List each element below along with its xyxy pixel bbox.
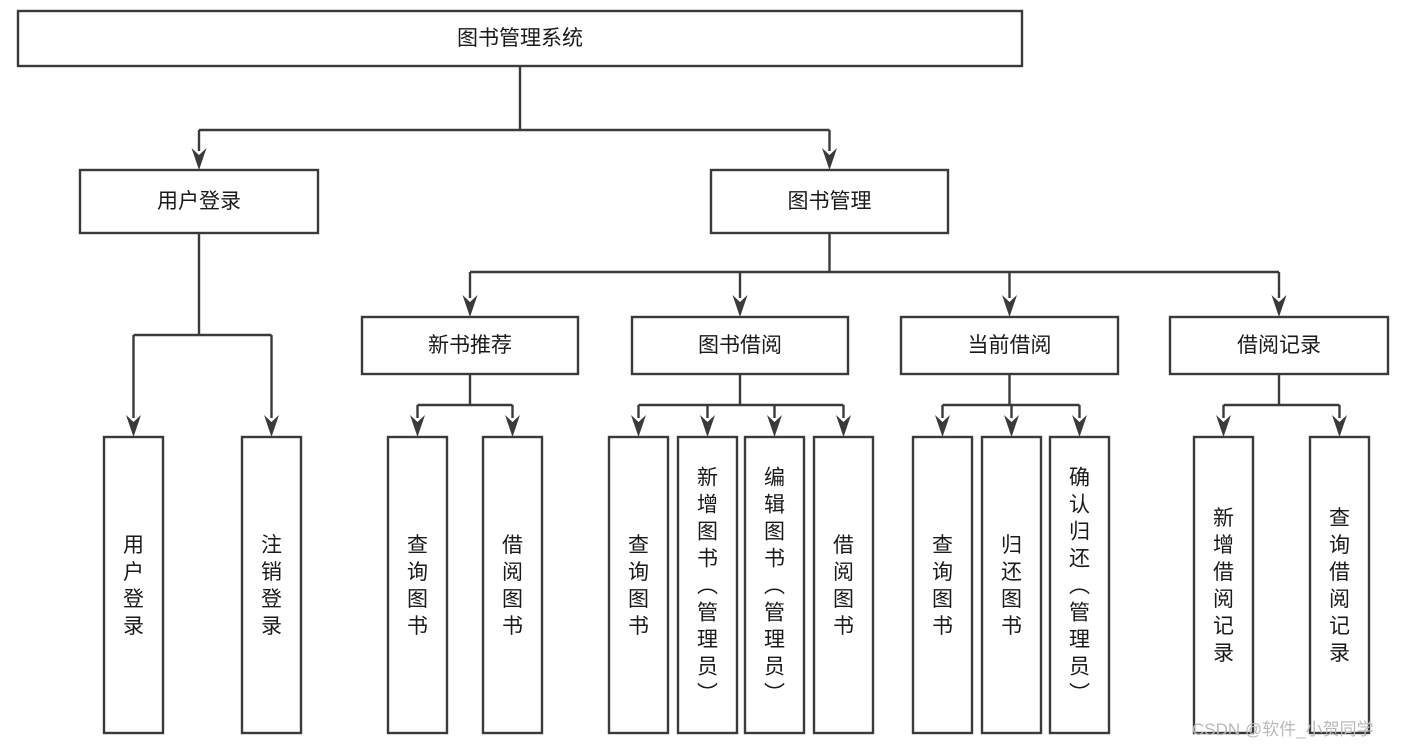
connector-group-login bbox=[126, 233, 279, 437]
node-leaf2[interactable]: 注销登录 bbox=[240, 435, 303, 735]
connector-group-bookmgmt bbox=[462, 233, 1287, 317]
node-label-leaf5: 查询图书 bbox=[628, 534, 649, 638]
node-box-leaf8[interactable] bbox=[812, 435, 875, 735]
node-box-leaf2[interactable] bbox=[240, 435, 303, 735]
node-box-current[interactable] bbox=[899, 315, 1120, 376]
node-label-leaf9: 查询图书 bbox=[932, 534, 953, 638]
node-layer: 图书管理系统用户登录图书管理新书推荐图书借阅当前借阅借阅记录用户登录注销登录查询… bbox=[16, 9, 1390, 735]
node-leaf12[interactable]: 新增借阅记录 bbox=[1192, 435, 1255, 735]
node-leaf10[interactable]: 归还图书 bbox=[980, 435, 1043, 735]
node-label-borrow: 图书借阅 bbox=[698, 334, 782, 357]
node-newbook[interactable]: 新书推荐 bbox=[360, 315, 580, 376]
node-box-root[interactable] bbox=[16, 9, 1024, 68]
node-leaf13[interactable]: 查询借阅记录 bbox=[1308, 435, 1371, 735]
node-label-leaf7: 编辑图书︵管理员︶ bbox=[764, 467, 785, 706]
node-label-leaf1: 用户登录 bbox=[123, 534, 144, 638]
node-box-leaf10[interactable] bbox=[980, 435, 1043, 735]
node-label-leaf13: 查询借阅记录 bbox=[1329, 507, 1350, 665]
node-label-newbook: 新书推荐 bbox=[428, 334, 512, 357]
node-leaf5[interactable]: 查询图书 bbox=[607, 435, 670, 735]
node-label-leaf3: 查询图书 bbox=[407, 534, 428, 638]
node-box-bookmgmt[interactable] bbox=[709, 168, 950, 235]
node-box-leaf7[interactable] bbox=[743, 435, 806, 735]
connector-group-records bbox=[1216, 374, 1347, 437]
node-label-leaf4: 借阅图书 bbox=[502, 534, 523, 638]
node-box-leaf3[interactable] bbox=[386, 435, 449, 735]
node-records[interactable]: 借阅记录 bbox=[1168, 315, 1390, 376]
node-label-records: 借阅记录 bbox=[1237, 334, 1321, 357]
node-box-leaf13[interactable] bbox=[1308, 435, 1371, 735]
connector-group-borrow bbox=[631, 374, 851, 437]
node-box-records[interactable] bbox=[1168, 315, 1390, 376]
node-box-leaf9[interactable] bbox=[911, 435, 974, 735]
node-root[interactable]: 图书管理系统 bbox=[16, 9, 1024, 68]
node-label-bookmgmt: 图书管理 bbox=[788, 190, 872, 213]
node-label-leaf11: 确认归还︵管理员︶ bbox=[1069, 467, 1090, 706]
node-borrow[interactable]: 图书借阅 bbox=[630, 315, 850, 376]
node-leaf1[interactable]: 用户登录 bbox=[102, 435, 165, 735]
node-leaf11[interactable]: 确认归还︵管理员︶ bbox=[1048, 435, 1111, 735]
node-leaf9[interactable]: 查询图书 bbox=[911, 435, 974, 735]
connector-group-current bbox=[935, 374, 1087, 437]
connector-group-newbook bbox=[410, 374, 520, 437]
node-leaf7[interactable]: 编辑图书︵管理员︶ bbox=[743, 435, 806, 735]
node-box-leaf4[interactable] bbox=[481, 435, 544, 735]
node-box-leaf12[interactable] bbox=[1192, 435, 1255, 735]
node-box-borrow[interactable] bbox=[630, 315, 850, 376]
node-label-login: 用户登录 bbox=[157, 190, 241, 213]
node-label-leaf2: 注销登录 bbox=[261, 534, 282, 638]
node-leaf3[interactable]: 查询图书 bbox=[386, 435, 449, 735]
connector-group-root bbox=[191, 66, 837, 170]
node-leaf8[interactable]: 借阅图书 bbox=[812, 435, 875, 735]
node-label-leaf8: 借阅图书 bbox=[833, 534, 854, 638]
node-box-newbook[interactable] bbox=[360, 315, 580, 376]
node-box-login[interactable] bbox=[78, 168, 320, 235]
node-bookmgmt[interactable]: 图书管理 bbox=[709, 168, 950, 235]
node-label-leaf12: 新增借阅记录 bbox=[1213, 507, 1234, 665]
node-leaf6[interactable]: 新增图书︵管理员︶ bbox=[676, 435, 739, 735]
node-login[interactable]: 用户登录 bbox=[78, 168, 320, 235]
node-current[interactable]: 当前借阅 bbox=[899, 315, 1120, 376]
node-label-leaf10: 归还图书 bbox=[1001, 534, 1022, 638]
node-label-root: 图书管理系统 bbox=[457, 27, 583, 50]
node-box-leaf6[interactable] bbox=[676, 435, 739, 735]
node-leaf4[interactable]: 借阅图书 bbox=[481, 435, 544, 735]
node-label-leaf6: 新增图书︵管理员︶ bbox=[697, 467, 718, 706]
node-label-current: 当前借阅 bbox=[968, 334, 1052, 357]
node-box-leaf5[interactable] bbox=[607, 435, 670, 735]
connector-layer bbox=[126, 66, 1347, 437]
node-box-leaf11[interactable] bbox=[1048, 435, 1111, 735]
node-box-leaf1[interactable] bbox=[102, 435, 165, 735]
